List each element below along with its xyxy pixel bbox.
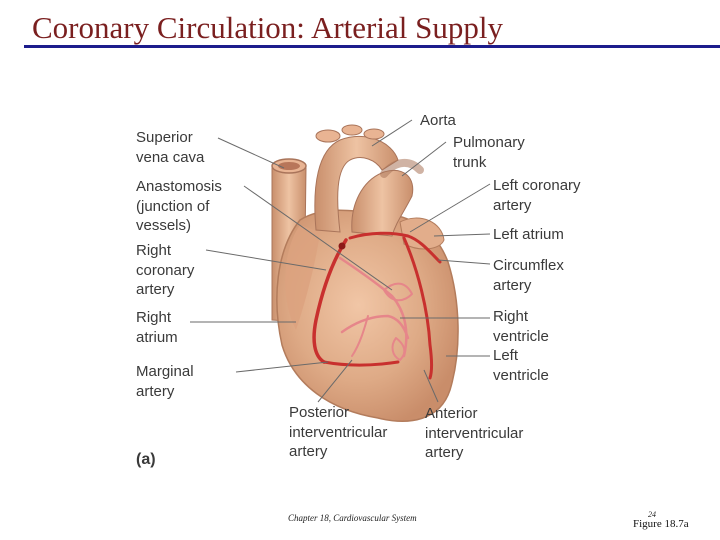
leader-lines (190, 119, 491, 403)
label-left-coronary-artery: Left coronary artery (493, 177, 581, 214)
footer-chapter: Chapter 18, Cardiovascular System (288, 513, 417, 523)
left-atrium-region (399, 217, 445, 250)
label-circumflex-artery: Circumflex artery (493, 257, 564, 294)
figure-reference: Figure 18.7a (633, 518, 689, 530)
panel-letter: (a) (136, 451, 156, 468)
label-right-coronary-artery: Right coronary artery (136, 242, 195, 298)
label-posterior-interventricular-artery: Posterior interventricular artery (289, 404, 388, 460)
label-anterior-interventricular-artery: Anterior interventricular artery (425, 405, 524, 461)
label-right-atrium: Right atrium (136, 309, 178, 346)
page-number: 24 (648, 510, 656, 519)
aorta-vessel (314, 124, 399, 233)
label-anastomosis: Anastomosis (junction of vessels) (136, 178, 222, 234)
label-left-atrium: Left atrium (493, 226, 564, 243)
coronary-arteries (312, 231, 442, 380)
label-pulmonary-trunk: Pulmonary trunk (453, 134, 525, 171)
label-superior-vena-cava: Superior vena cava (136, 129, 205, 166)
slide-title: Coronary Circulation: Arterial Supply (32, 10, 503, 45)
label-marginal-artery: Marginal artery (136, 363, 194, 400)
anastomosis-junction (338, 242, 346, 250)
right-atrium-region (285, 225, 320, 330)
title-rule (24, 45, 720, 48)
label-left-ventricle: Left ventricle (493, 347, 549, 384)
label-aorta: Aorta (420, 112, 456, 129)
label-right-ventricle: Right ventricle (493, 308, 549, 345)
pulmonary-trunk-vessel (351, 159, 424, 237)
